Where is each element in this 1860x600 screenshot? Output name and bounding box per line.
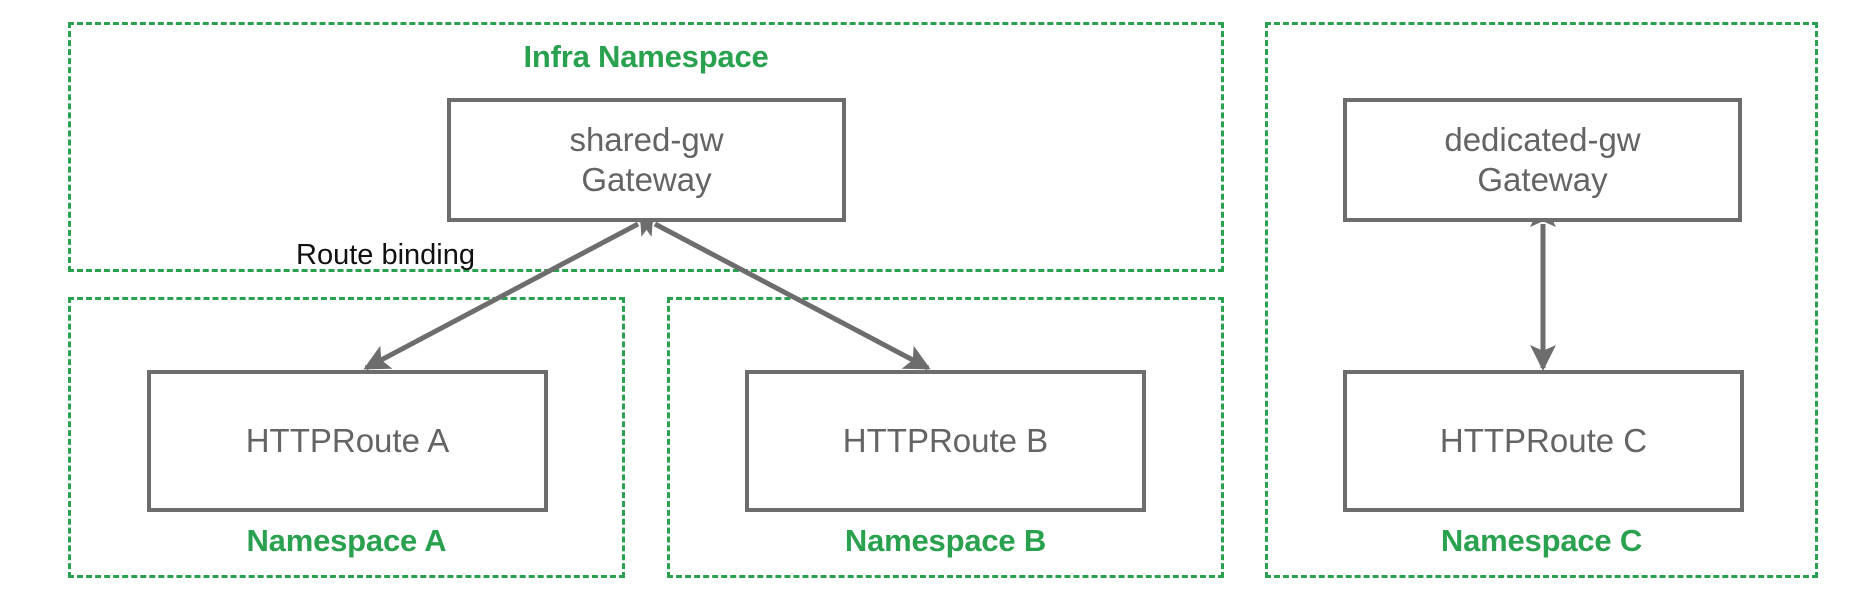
namespace-label-infra: Infra Namespace: [523, 39, 769, 74]
resource-box-httproute-a[interactable]: HTTPRoute A: [147, 370, 548, 512]
namespace-label-c: Namespace C: [1440, 523, 1643, 558]
resource-label-httproute-b: HTTPRoute B: [842, 421, 1049, 459]
namespace-label-b: Namespace B: [844, 523, 1047, 558]
resource-box-httproute-c[interactable]: HTTPRoute C: [1343, 370, 1744, 512]
namespace-label-a: Namespace A: [246, 523, 447, 558]
resource-label-dedicated-gw: dedicated-gw Gateway: [1444, 120, 1641, 198]
resource-label-httproute-a: HTTPRoute A: [245, 421, 450, 459]
resource-box-httproute-b[interactable]: HTTPRoute B: [745, 370, 1146, 512]
namespace-container-a: Namespace A: [68, 297, 625, 578]
resource-box-shared-gw[interactable]: shared-gw Gateway: [447, 98, 846, 222]
resource-label-shared-gw: shared-gw Gateway: [569, 120, 724, 198]
namespace-container-b: Namespace B: [667, 297, 1224, 578]
resource-label-httproute-c: HTTPRoute C: [1439, 421, 1648, 459]
resource-box-dedicated-gw[interactable]: dedicated-gw Gateway: [1343, 98, 1742, 222]
route-binding-annotation: Route binding: [296, 239, 475, 271]
namespace-container-c: Namespace C: [1265, 22, 1818, 578]
